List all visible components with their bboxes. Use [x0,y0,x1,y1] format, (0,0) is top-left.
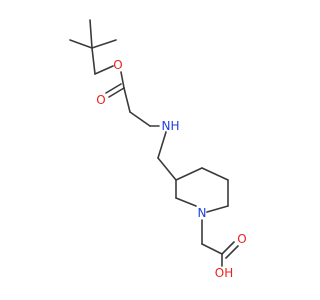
bond-tbu-2 [89,19,93,49]
bond-chain-1 [123,87,131,113]
bond-tbu-3 [91,39,117,49]
atom-hydroxyl-acid: OH [215,266,233,280]
atom-nitrogen-amine: N [162,119,171,133]
molecule-structure: O O N H N O OH [69,19,247,280]
bond-ch2-ring [157,157,177,181]
bond-tbu-1 [69,39,93,49]
bond-c-o-double-1 [108,87,125,98]
bond-ring-2 [201,167,229,181]
bond-c-o-ester [94,65,114,75]
bond-ring-4 [206,205,229,213]
atom-nitrogen-ring: N [198,206,207,220]
bond-c-o-acid-double-2 [225,245,239,259]
atom-labels: O O N H N O OH [96,58,246,280]
bond-c-o-double-2 [105,83,122,94]
bond-ring-5 [175,197,197,207]
bond-tbu-4 [91,47,96,75]
atom-oxygen-acid-carbonyl: O [237,232,246,246]
atom-oxygen-carbonyl: O [96,93,105,107]
atom-hydrogen-amine: H [170,119,179,133]
bond-ring-1 [175,167,203,181]
bond-c-o-acid-double-1 [221,241,235,255]
bond-n-ch2 [157,131,167,159]
bond-o-c-carbonyl [120,71,125,89]
bond-ch2-cooh [201,243,223,255]
atom-oxygen-ester: O [113,58,122,72]
bond-chain-2 [129,111,151,127]
bonds [69,19,239,267]
